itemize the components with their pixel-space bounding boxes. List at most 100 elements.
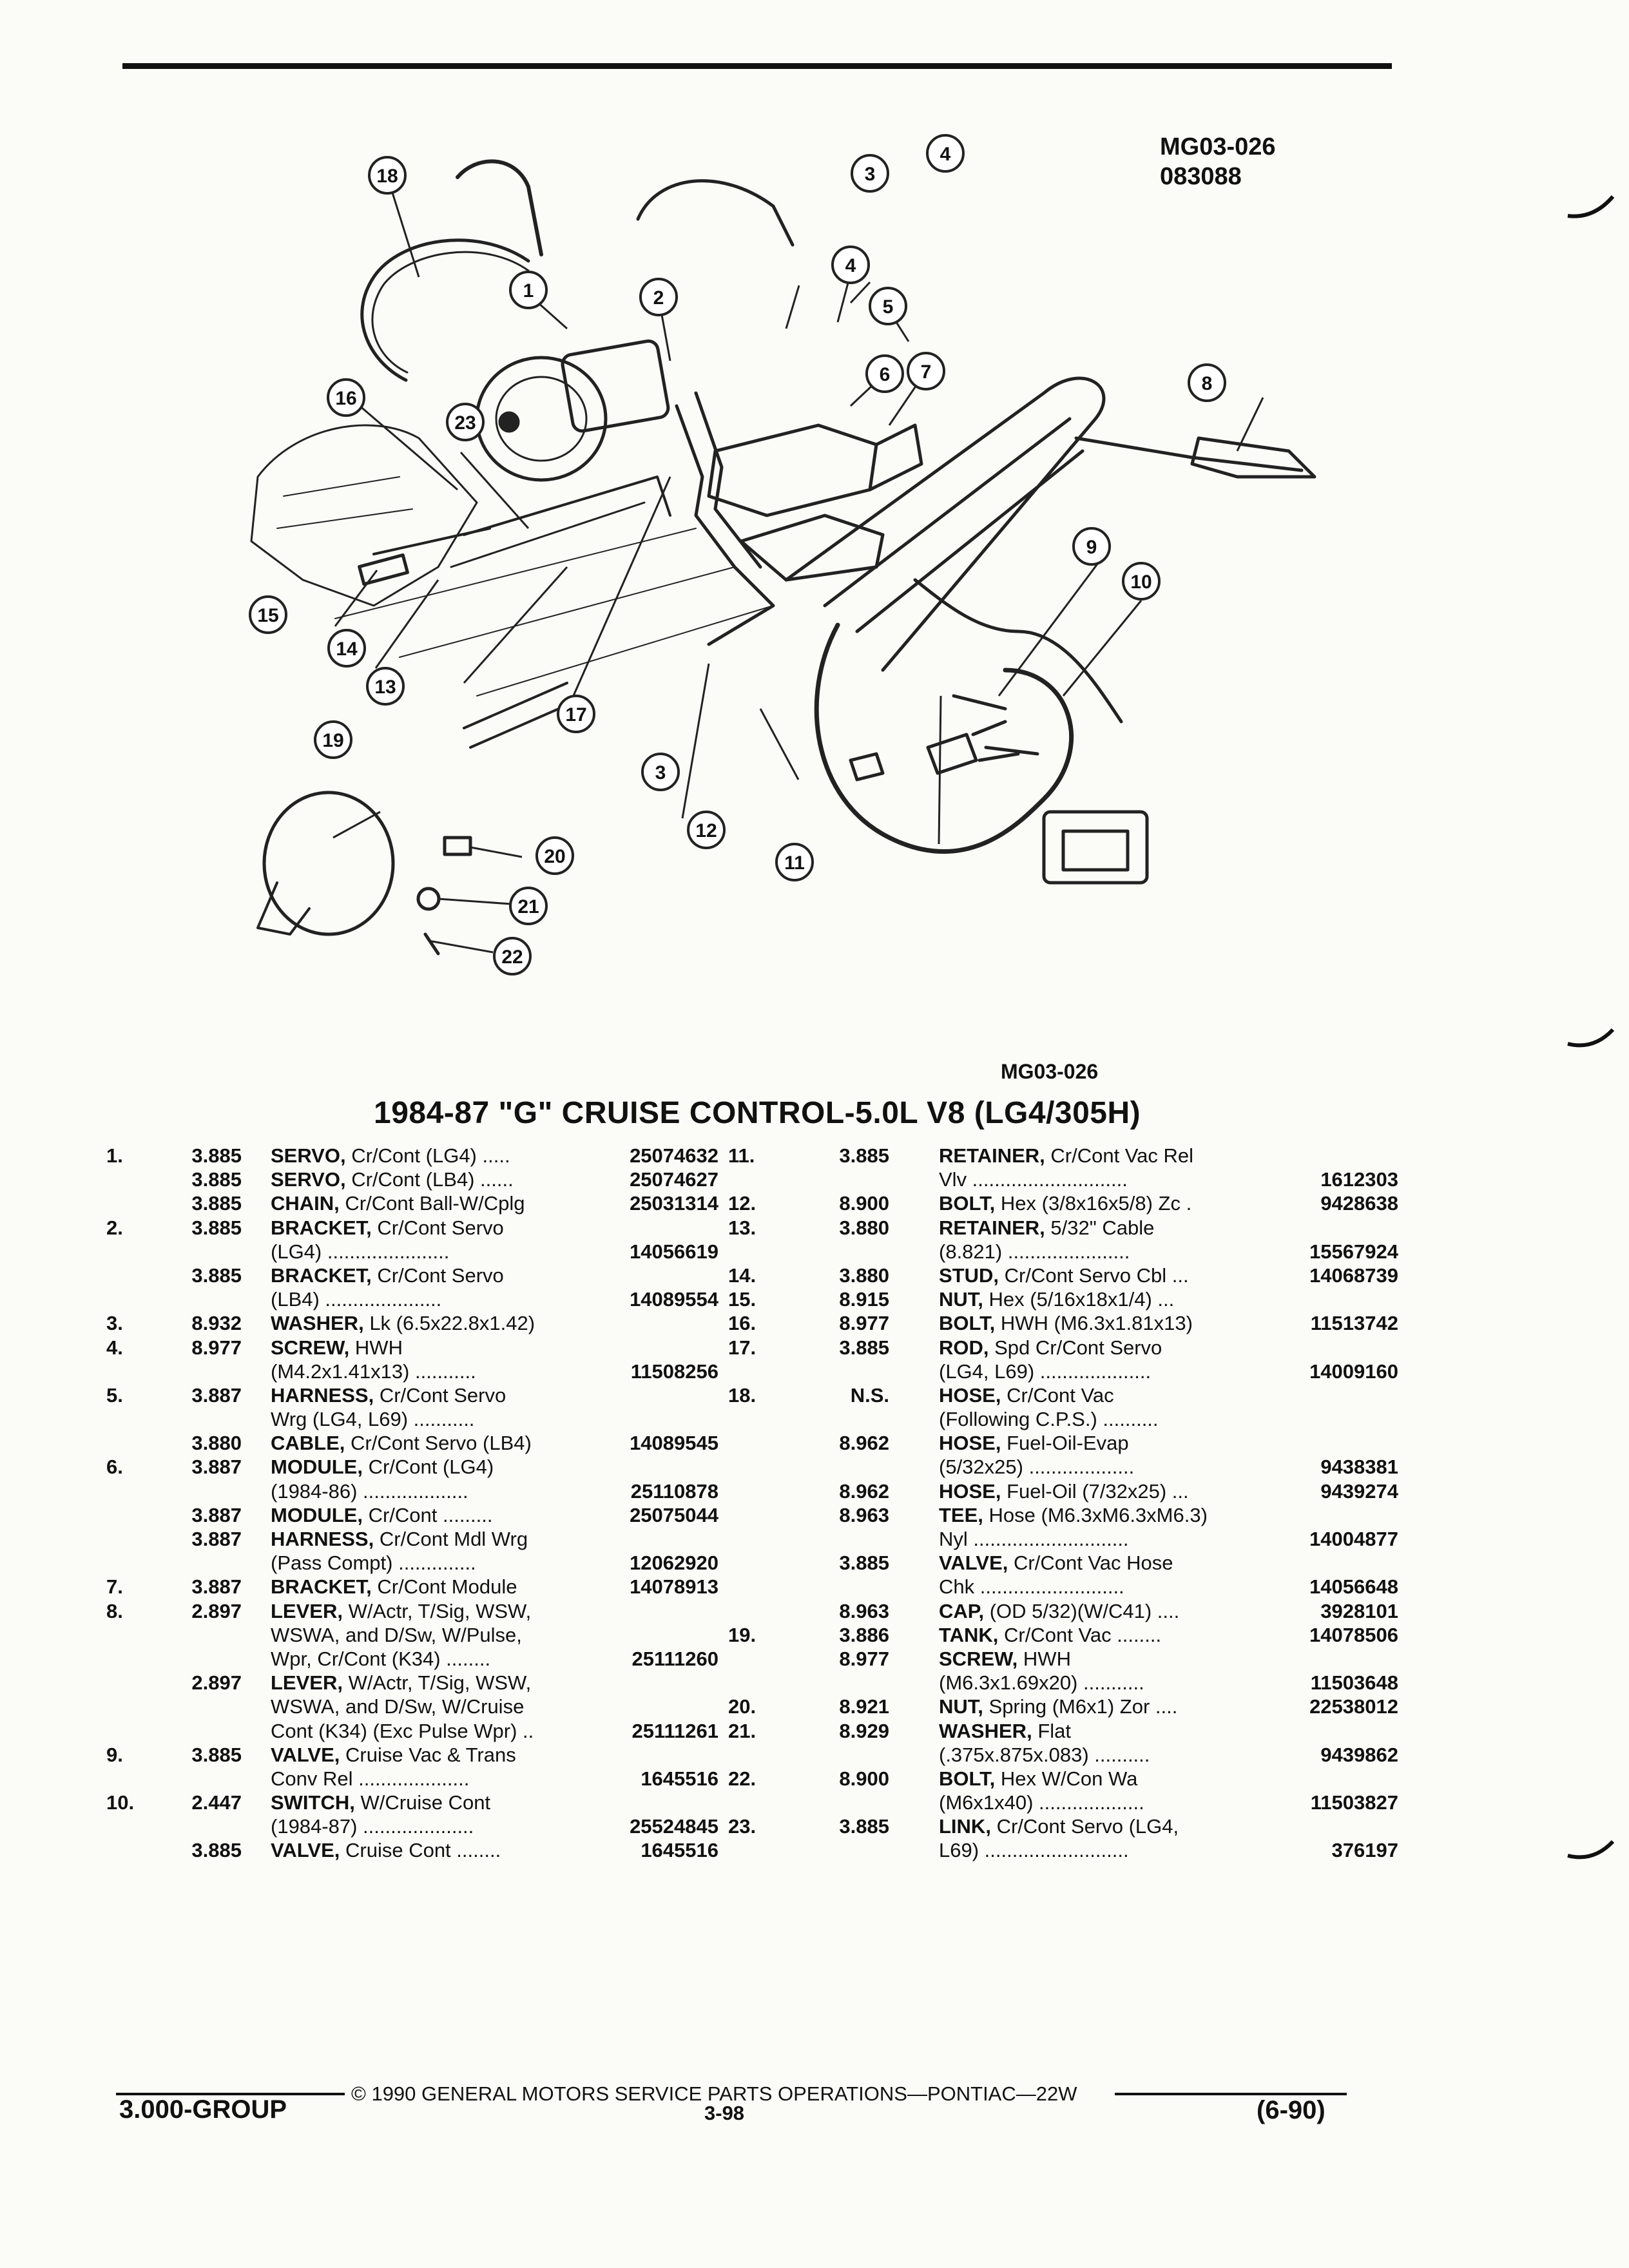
part-number: 14089554	[630, 1288, 718, 1311]
item-number: 4.	[106, 1336, 123, 1359]
part-detail: Cont (K34) (Exc Pulse Wpr) ..	[271, 1719, 534, 1742]
callout-10	[1122, 562, 1161, 601]
parts-row: Conv Rel ....................1645516	[106, 1767, 718, 1791]
part-description: HOSE, Fuel-Oil (7/32x25) ...	[939, 1479, 1189, 1503]
cruise-module	[707, 423, 878, 517]
svg-text:22: 22	[501, 947, 523, 968]
item-number: 18.	[728, 1383, 757, 1407]
group-number: 3.885	[191, 1192, 242, 1215]
vacuum-tank	[262, 791, 395, 936]
part-description: BRACKET, Cr/Cont Servo	[271, 1216, 504, 1240]
parts-row: (LG4) ......................14056619	[106, 1240, 718, 1264]
item-number: 15.	[728, 1288, 757, 1311]
part-detail: W/Actr, T/Sig, WSW,	[348, 1599, 532, 1622]
item-number: 5.	[106, 1383, 123, 1407]
item-number: 2.	[106, 1216, 123, 1239]
part-description: LEVER, W/Actr, T/Sig, WSW,	[271, 1599, 531, 1623]
part-detail: (Following C.P.S.) ..........	[939, 1408, 1159, 1431]
part-name: WASHER,	[939, 1719, 1032, 1742]
binding-mark-top	[1567, 195, 1615, 218]
part-number: 11503827	[1310, 1791, 1398, 1814]
part-detail: Cr/Cont Module	[377, 1575, 517, 1599]
part-number: 376197	[1331, 1839, 1398, 1862]
part-detail: (OD 5/32)(W/C41) ....	[989, 1599, 1180, 1622]
group-number: 2.897	[191, 1671, 242, 1695]
parts-row: (M4.2x1.41x13) ...........11508256	[106, 1360, 718, 1383]
group-number: 3.885	[191, 1839, 242, 1862]
part-name: RETAINER,	[939, 1144, 1045, 1167]
group-number: 8.977	[839, 1312, 889, 1335]
part-detail: HWH	[354, 1336, 403, 1359]
group-number: 2.447	[191, 1791, 242, 1814]
svg-text:3: 3	[865, 164, 876, 185]
callout-1	[509, 271, 548, 309]
part-name: VALVE,	[939, 1552, 1008, 1575]
part-name: BOLT,	[939, 1312, 996, 1335]
part-description: SCREW, HWH	[271, 1336, 403, 1360]
figure-date-code: 083088	[1160, 163, 1242, 190]
part-description: WASHER, Flat	[939, 1719, 1071, 1743]
item-number: 21.	[728, 1719, 757, 1742]
group-number: 8.977	[191, 1336, 242, 1359]
part-description: WSWA, and D/Sw, W/Pulse,	[271, 1623, 522, 1647]
callout-11	[775, 843, 814, 881]
part-number: 14068739	[1309, 1264, 1398, 1287]
part-description: Wpr, Cr/Cont (K34) ........	[271, 1647, 490, 1671]
part-description: HOSE, Cr/Cont Vac	[939, 1383, 1114, 1407]
part-number: 14009160	[1309, 1360, 1398, 1383]
callout-22	[493, 937, 532, 975]
parts-row: 3.885 BRACKET, Cr/Cont Servo	[106, 1264, 718, 1287]
part-description: (1984-86) ...................	[271, 1479, 468, 1503]
parts-row: (M6.3x1.69x20) ...........11503648	[728, 1671, 1398, 1695]
item-number: 3.	[106, 1312, 123, 1335]
callout-6	[865, 354, 904, 393]
part-name: MODULE,	[271, 1456, 363, 1479]
part-detail: Cr/Cont Ball-W/Cplg	[345, 1192, 525, 1215]
part-number: 14004877	[1309, 1528, 1398, 1550]
svg-text:20: 20	[544, 846, 565, 867]
part-detail: Cr/Cont Servo	[377, 1264, 504, 1287]
part-detail: Cr/Cont Servo	[379, 1383, 506, 1407]
group-number: 3.885	[839, 1336, 889, 1359]
item-number: 19.	[728, 1623, 757, 1646]
part-description: BRACKET, Cr/Cont Servo	[271, 1264, 504, 1287]
callout-20	[535, 836, 574, 875]
svg-text:3: 3	[655, 762, 666, 783]
part-description: (.375x.875x.083) ..........	[939, 1743, 1150, 1767]
part-description: CHAIN, Cr/Cont Ball-W/Cplg	[271, 1191, 525, 1215]
part-name: LEVER,	[271, 1599, 343, 1622]
part-description: (LG4, L69) ....................	[939, 1360, 1151, 1383]
footer-rule-right	[1115, 2093, 1347, 2095]
group-number: 3.885	[191, 1144, 242, 1167]
page-title: 1984-87 "G" CRUISE CONTROL-5.0L V8 (LG4/…	[374, 1096, 1141, 1130]
part-description: ROD, Spd Cr/Cont Servo	[939, 1336, 1162, 1360]
part-number: 9439274	[1320, 1479, 1398, 1503]
part-description: STUD, Cr/Cont Servo Cbl ...	[939, 1264, 1189, 1287]
parts-row: (Following C.P.S.) ..........	[728, 1407, 1398, 1431]
part-detail: HWH (M6.3x1.81x13)	[1000, 1312, 1193, 1335]
servo-bracket	[675, 404, 775, 646]
group-number: 3.885	[191, 1264, 242, 1287]
cruise-control-exploded-diagram: 1 2 3 4 4 5 6 7 8 9 10 11 12 3 13 14 15 …	[249, 134, 1316, 975]
part-name: ROD,	[939, 1336, 989, 1359]
part-number: 14089545	[630, 1432, 718, 1455]
part-detail: (LG4, L69) ....................	[939, 1360, 1152, 1383]
group-number: 3.886	[839, 1623, 889, 1646]
item-number: 13.	[728, 1216, 757, 1239]
engine-outline	[250, 424, 478, 607]
footer-rule-left	[116, 2093, 345, 2095]
part-detail: Cr/Cont Vac Hose	[1014, 1552, 1173, 1575]
part-description: CABLE, Cr/Cont Servo (LB4)	[271, 1431, 532, 1455]
